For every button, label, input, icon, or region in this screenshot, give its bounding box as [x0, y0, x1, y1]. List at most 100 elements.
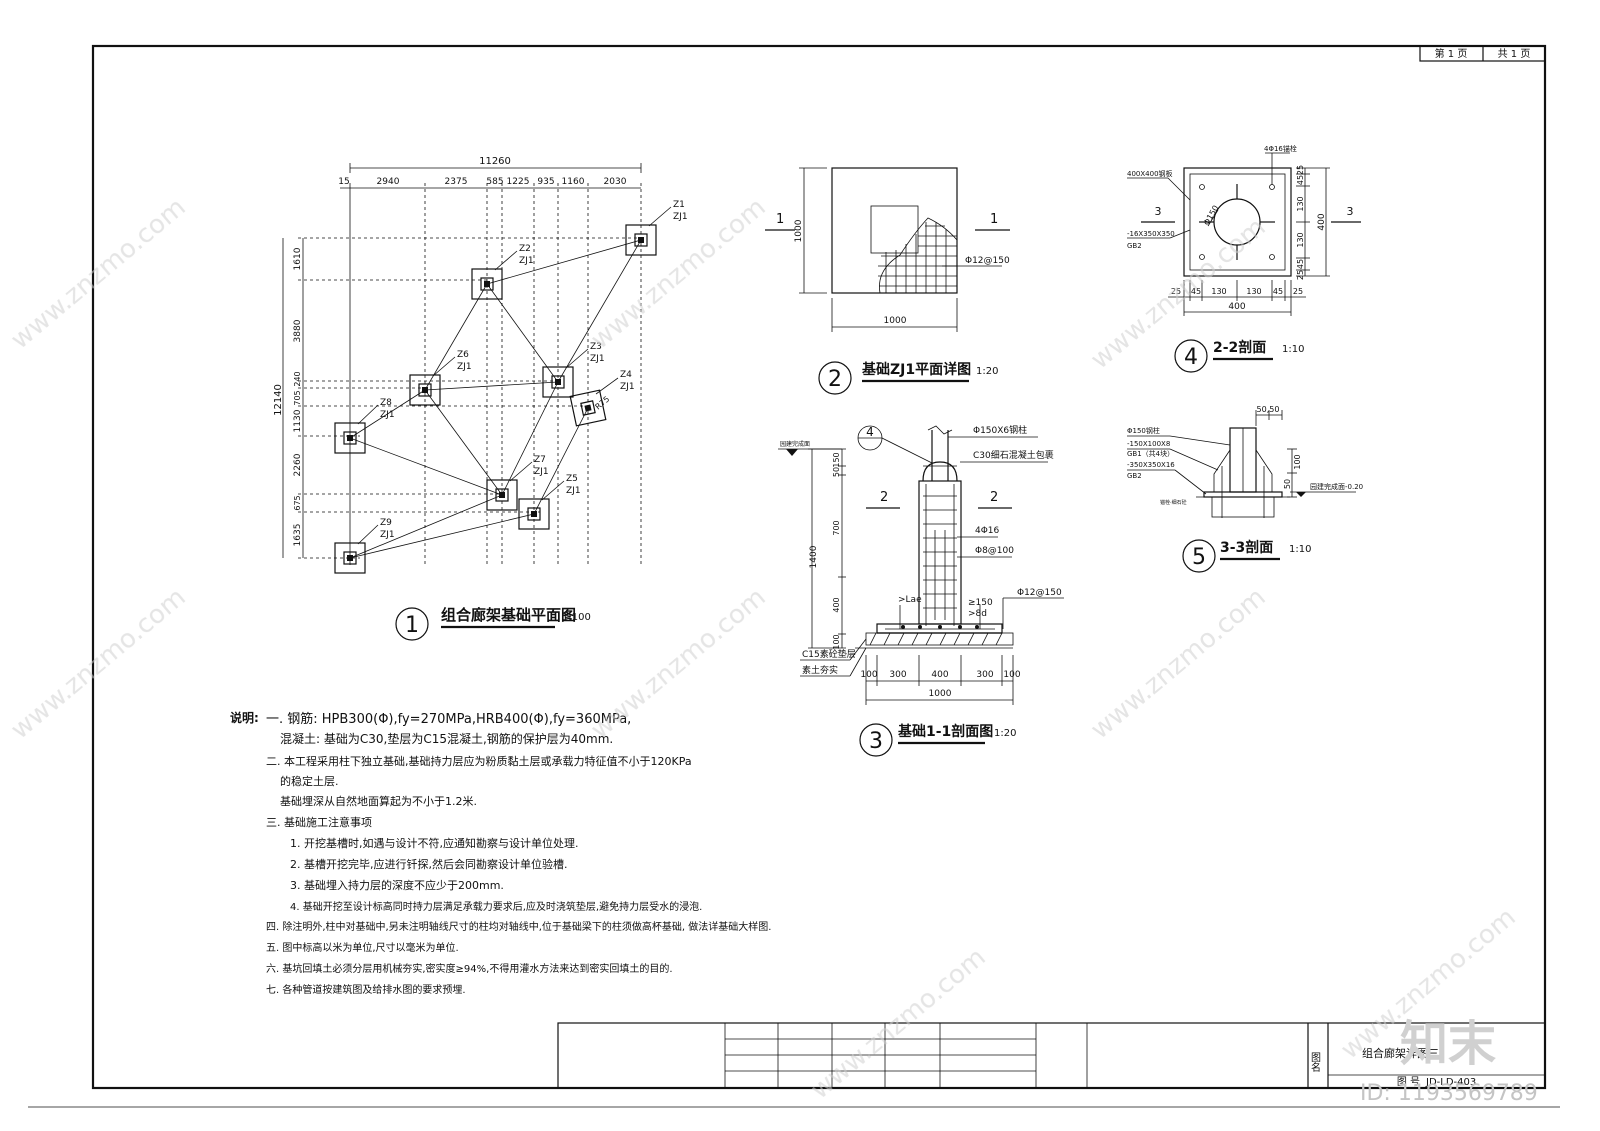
- detail4-pipe: Φ150: [1202, 204, 1221, 227]
- drawing-name-label: 图名: [1309, 1052, 1321, 1073]
- detail3-dim-v-2: 700: [832, 520, 841, 535]
- title-block: 图名 组合廊架详图三 图 号 JD-LD-403: [557, 1022, 1546, 1089]
- detail5-gb1: GB1（共4块）: [1127, 449, 1174, 458]
- detail5-title-number: 5: [1192, 545, 1206, 570]
- watermark-id: ID: 1193569789: [1360, 1081, 1538, 1106]
- drawing-name: 组合廊架详图三: [1362, 1046, 1439, 1060]
- detail3-dim-h-4: 100: [1003, 670, 1020, 680]
- watermark-text-1: www.znzmo.com: [5, 192, 191, 355]
- footing-z1-id: Z1: [673, 200, 685, 210]
- detail4-dim-r-1: 45: [1296, 175, 1305, 185]
- footing-z8-id: Z8: [380, 398, 392, 408]
- detail4-title-number: 4: [1184, 345, 1198, 370]
- plan-dim-left-1: 3880: [293, 319, 303, 342]
- footing-z2-type: ZJ1: [519, 256, 534, 266]
- detail3-bubble: 4: [866, 425, 874, 439]
- detail4-plate2: -16X350X350: [1127, 230, 1175, 238]
- note-line-7: 2. 基槽开挖完毕,应进行钎探,然后会同勘察设计单位验槽.: [290, 857, 567, 871]
- note-line-11: 五. 图中标高以米为单位,尺寸以毫米为单位.: [266, 941, 459, 954]
- plan-dim-top-5: 935: [537, 177, 554, 187]
- detail3-dim-h-3: 300: [976, 670, 993, 680]
- watermark-text-7: www.znzmo.com: [805, 942, 991, 1105]
- detail2-title-text: 基础ZJ1平面详图: [862, 361, 971, 378]
- plan-dim-left-2: 240: [293, 371, 302, 386]
- detail3-dim-v-0: 150: [832, 452, 841, 467]
- note-line-5: 三. 基础施工注意事项: [266, 815, 372, 829]
- detail5-rib: -150X100X8: [1127, 440, 1170, 448]
- detail3-concrete: C30细石混凝土包裹: [973, 449, 1054, 461]
- detail4-dim-total-v: 400: [1317, 213, 1327, 230]
- detail4-section-left: 3: [1155, 205, 1162, 218]
- note-line-10: 四. 除注明外,柱中对基础中,另未注明轴线尺寸的柱均对轴线中,位于基础梁下的柱须…: [266, 920, 771, 933]
- footing-z7: Z7 ZJ1: [486, 455, 549, 511]
- detail2-title-number: 2: [828, 367, 842, 392]
- detail4-plate: 400X400钢板: [1127, 169, 1173, 178]
- plan-dim-top-0: 15: [338, 177, 349, 187]
- footing-plan-detail: Φ12@150 1 1 1000 1000 2 基础ZJ1平面详图 1:20: [765, 167, 1010, 395]
- notes-label: 说明:: [230, 710, 259, 725]
- detail3-dim-total-v: 1400: [809, 545, 819, 568]
- detail3-dim-v-1: 50: [832, 467, 841, 477]
- detail4-anchor: 4Φ16锚栓: [1264, 144, 1297, 153]
- footing-section-detail: 园建完成面 1400 150 50 700 400 100: [778, 424, 1064, 757]
- watermark-text-6: www.znzmo.com: [1085, 582, 1271, 745]
- detail3-dim-total-h: 1000: [929, 689, 952, 699]
- plan-dim-left-4: 1130: [293, 409, 303, 432]
- detail4-title-text: 2-2剖面: [1213, 339, 1266, 356]
- detail4-dim-r-0: 25: [1296, 165, 1305, 175]
- footing-z2-id: Z2: [519, 244, 531, 254]
- detail5-scale: 1:10: [1289, 544, 1311, 555]
- note-line-1: 混凝土: 基础为C30,垫层为C15混凝土,钢筋的保护层为40mm.: [280, 731, 613, 746]
- detail2-dim-w: 1000: [884, 316, 907, 326]
- foundation-plan: 11260 15 2940 2375 585 1225 935 1160 203…: [273, 156, 688, 641]
- footing-z5-id: Z5: [566, 474, 578, 484]
- detail3-dim-h-1: 300: [889, 670, 906, 680]
- detail3-dim-v-4: 100: [832, 634, 841, 649]
- detail2-scale: 1:20: [976, 366, 998, 377]
- plan-dim-left-3: 705: [293, 390, 302, 405]
- detail2-dim-h: 1000: [794, 219, 804, 242]
- plan-dim-left-6: 675: [293, 495, 302, 510]
- plan-dim-top-4: 1225: [507, 177, 530, 187]
- detail5-plate: -350X350X16: [1127, 461, 1175, 469]
- detail4-dim-b-0: 25: [1171, 287, 1181, 296]
- watermark-text-5: www.znzmo.com: [585, 582, 771, 745]
- footing-z2: Z2 ZJ1: [471, 244, 534, 300]
- detail3-section-right: 2: [990, 490, 998, 505]
- detail3-pad: C15素砼垫层: [802, 648, 856, 660]
- plan-title: 1 组合廊架基础平面图 1:100: [395, 606, 591, 641]
- plan-dim-top-7: 2030: [604, 177, 627, 187]
- note-line-9: 4. 基础开挖至设计标高同时持力层满足承载力要求后,应及时浇筑垫层,避免持力层受…: [290, 900, 702, 913]
- radius-note: R75: [594, 395, 612, 412]
- footing-z5-type: ZJ1: [566, 486, 581, 496]
- detail3-rebar-main: 4Φ16: [975, 526, 1000, 536]
- plan-title-text: 组合廊架基础平面图: [441, 606, 576, 624]
- plan-dim-top-6: 1160: [562, 177, 585, 187]
- plan-dim-left-7: 1635: [293, 524, 303, 547]
- detail4-dim-r-2: 130: [1296, 196, 1305, 211]
- plan-total-height: 12140: [273, 384, 284, 416]
- detail5-dim-top: 50,50: [1257, 405, 1280, 414]
- footing-z8-type: ZJ1: [380, 410, 395, 420]
- note-line-4: 基础埋深从自然地面算起为不小于1.2米.: [280, 794, 477, 808]
- note-line-12: 六. 基坑回填土必须分层用机械夯实,密实度≥94%,不得用灌水方法来达到密实回填…: [266, 962, 673, 975]
- footing-z1: Z1 ZJ1: [625, 200, 688, 256]
- plan-beam-lines: [349, 239, 642, 559]
- detail4-section-right: 3: [1347, 205, 1354, 218]
- note-line-13: 七. 各种管道按建筑图及给排水图的要求预埋.: [266, 983, 466, 996]
- plan-dim-top-3: 585: [486, 177, 503, 187]
- page-label: 第 1 页: [1435, 47, 1468, 60]
- plan-scale: 1:100: [562, 612, 591, 623]
- detail2-section-right: 1: [990, 212, 998, 227]
- detail5-gb2: GB2: [1127, 472, 1142, 480]
- footing-z5: Z5 ZJ1: [518, 474, 581, 530]
- detail3-ground-label: 园建完成面: [780, 440, 810, 448]
- plan-total-width: 11260: [479, 156, 511, 167]
- plan-dim-top-2: 2375: [445, 177, 468, 187]
- watermark-layer: www.znzmo.com www.znzmo.com www.znzmo.co…: [5, 192, 1521, 1105]
- detail4-dim-r-3: 130: [1296, 232, 1305, 247]
- footing-z7-type: ZJ1: [534, 467, 549, 477]
- detail3-dim-h-2: 400: [931, 670, 948, 680]
- detail4-dim-b-4: 45: [1273, 287, 1283, 296]
